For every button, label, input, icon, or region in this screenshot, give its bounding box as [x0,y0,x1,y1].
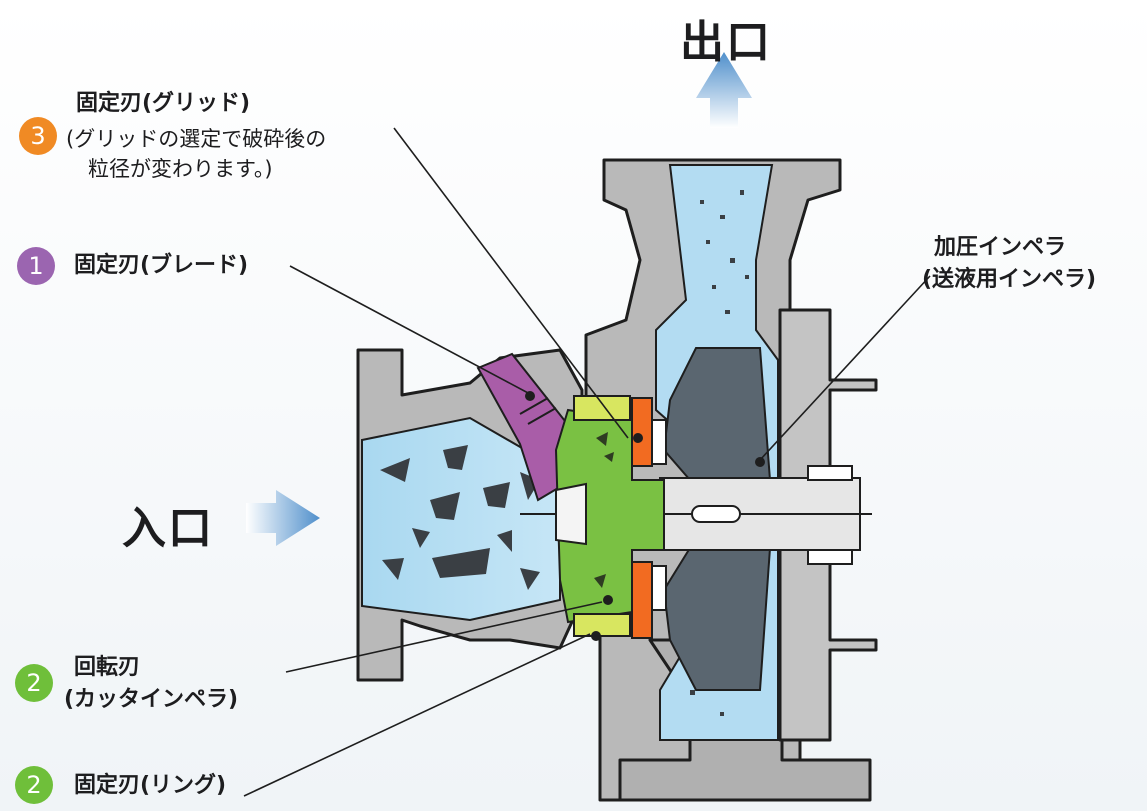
badge-blade: 1 [17,247,55,285]
inlet-arrow [246,490,320,546]
inlet-label: 入口 [122,503,214,554]
outlet-arrow [696,52,752,128]
pressure-impeller [662,347,772,691]
grid-title: 固定刃(グリッド) [76,91,251,116]
outlet-label: 出口 [680,17,772,68]
badge-ring: 2 [15,766,53,804]
inlet-liquid [361,416,561,622]
pressure-line1: 加圧インペラ [934,235,1067,260]
grid-note-line2: 粒径が変わります。) [88,157,273,181]
cutter-line2: (カッタインペラ) [64,687,239,712]
pressure-line2: (送液用インペラ) [922,267,1097,292]
blade-label: 固定刃(ブレード) [74,253,249,278]
badge-cutter: 2 [15,664,53,702]
grid-note-line1: (グリッドの選定で破砕後の [66,127,327,151]
grid [631,397,667,639]
leader-dots [525,391,765,641]
ring-label: 固定刃(リング) [74,773,227,798]
cutter-line1: 回転刃 [74,655,141,680]
badge-grid: 3 [19,117,57,155]
leader-lines [243,127,931,797]
